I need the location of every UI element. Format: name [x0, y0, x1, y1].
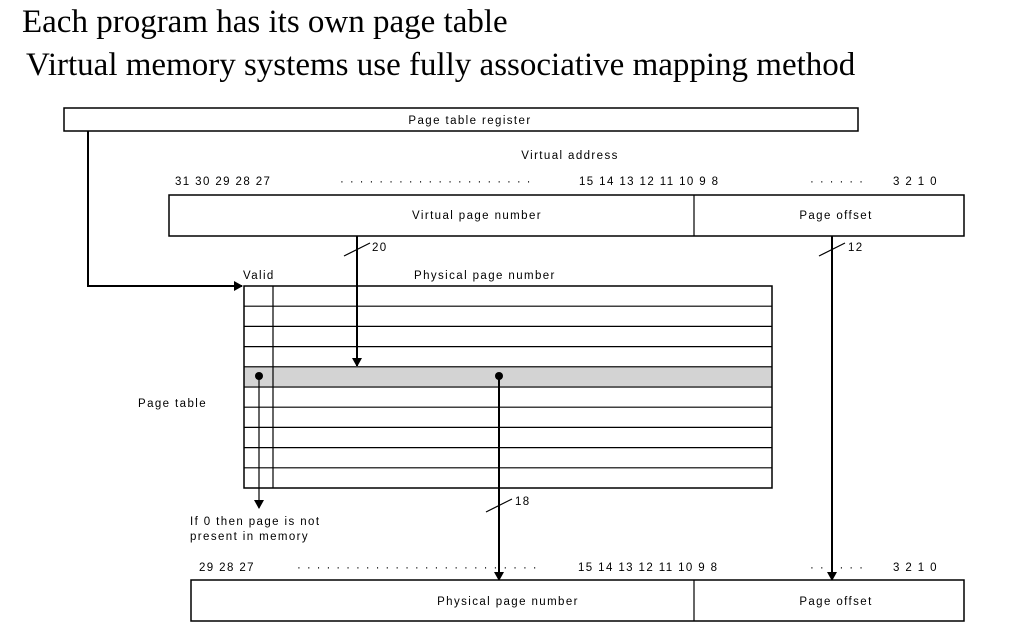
- offset-width-label: 12: [848, 242, 864, 254]
- selected-page-table-entry: [244, 366, 772, 386]
- vpn-width-slash: [343, 242, 371, 257]
- page-table-register-label: Page table register: [408, 115, 531, 127]
- register-to-table-arrow: [87, 131, 243, 291]
- note-line-2: present in memory: [190, 531, 309, 543]
- page-offset-top-label: Page offset: [799, 210, 872, 222]
- note-line-1: If 0 then page is not: [190, 516, 320, 528]
- va-dots-2: · · · · · ·: [810, 176, 864, 188]
- virtual-address-box: [168, 194, 965, 237]
- va-dots-1: · · · · · · · · · · · · · · · · · · · ·: [340, 176, 532, 188]
- pa-dots-2: · · · · · ·: [810, 562, 864, 574]
- pa-dots-1: · · · · · · · · · · · · · · · · · · · · …: [297, 562, 538, 574]
- pa-bit-numbers-low: 3 2 1 0: [893, 562, 938, 574]
- physical-address-box: [190, 579, 965, 622]
- virtual-page-number-label: Virtual page number: [412, 210, 542, 222]
- vpn-width-label: 20: [372, 242, 388, 254]
- physical-page-number-header: Physical page number: [414, 270, 556, 282]
- page-table-label: Page table: [138, 398, 207, 410]
- page-table-grid: [243, 285, 773, 489]
- virtual-address-label: Virtual address: [521, 150, 619, 162]
- valid-column-header: Valid: [243, 270, 275, 282]
- pa-bit-numbers-mid: 15 14 13 12 11 10 9 8: [578, 562, 718, 574]
- page-table-register-box: [63, 107, 859, 132]
- pa-bit-numbers-high: 29 28 27: [199, 562, 255, 574]
- va-bit-numbers-low: 3 2 1 0: [893, 176, 938, 188]
- page-offset-bottom-label: Page offset: [799, 596, 872, 608]
- ppn-width-label: 18: [515, 496, 531, 508]
- va-bit-numbers-mid: 15 14 13 12 11 10 9 8: [579, 176, 719, 188]
- physical-page-number-label: Physical page number: [437, 596, 579, 608]
- ppn-width-slash: [485, 498, 513, 513]
- bullet-fully-associative: Virtual memory systems use fully associa…: [26, 47, 856, 83]
- va-bit-numbers-high: 31 30 29 28 27: [175, 176, 271, 188]
- bullet-page-table-per-program: Each program has its own page table: [22, 4, 508, 40]
- offset-width-slash: [818, 242, 846, 257]
